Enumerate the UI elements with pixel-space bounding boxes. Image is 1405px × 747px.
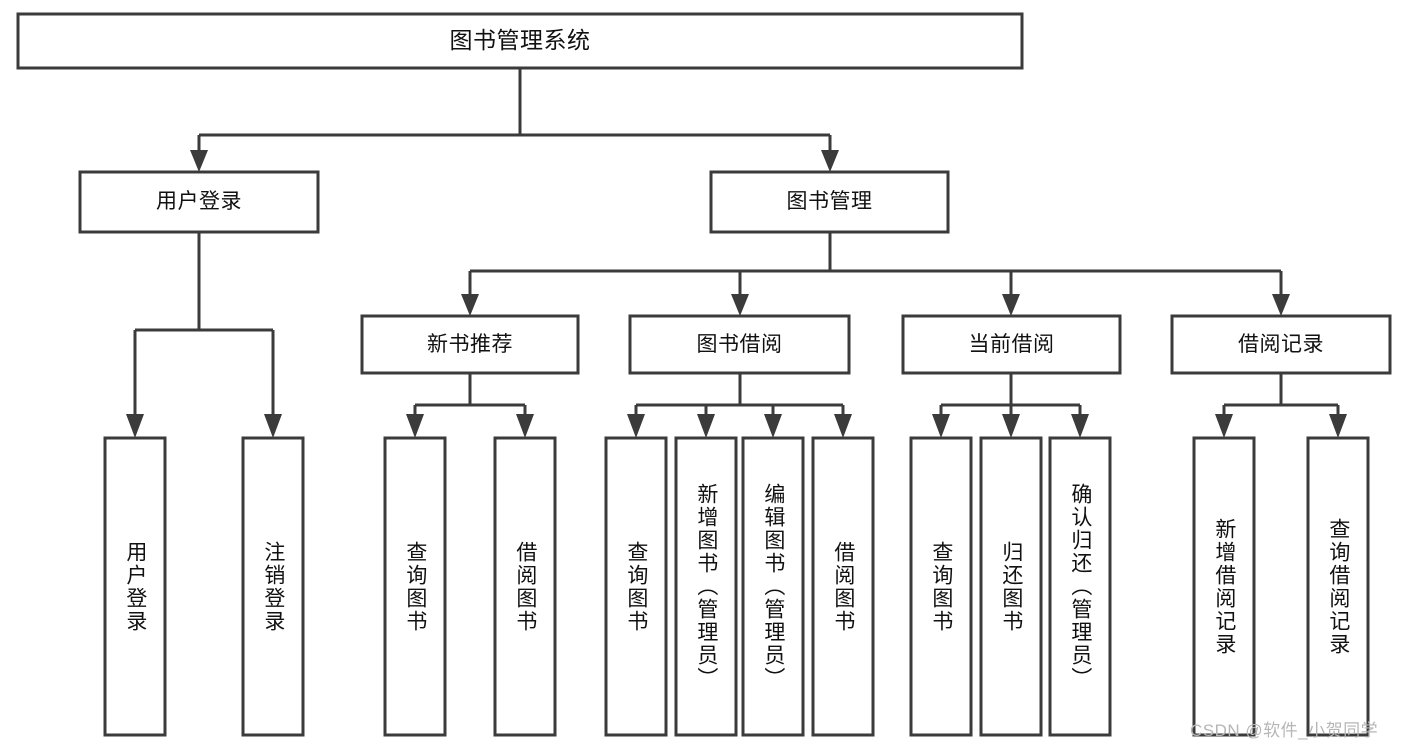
node-root[interactable]: [16, 12, 1024, 70]
node-current-borrow[interactable]: [901, 314, 1122, 375]
leaf-borrow-3[interactable]: [741, 436, 805, 737]
node-layer: [16, 12, 1392, 737]
leaf-user-login-2[interactable]: [241, 436, 305, 737]
leaf-current-1[interactable]: [909, 436, 973, 737]
arrow-head-borrow-leaf1: [627, 414, 645, 438]
leaf-borrow-1[interactable]: [604, 436, 668, 737]
arrow-head-to-book-mgmt: [821, 150, 839, 172]
arrow-head-newbook-leaf2: [516, 414, 534, 438]
connector-layer: [126, 68, 1347, 438]
node-new-book-recommend[interactable]: [360, 314, 580, 375]
arrow-head-to-user-login: [190, 150, 208, 172]
leaf-new-book-2[interactable]: [493, 436, 557, 737]
leaf-borrow-2[interactable]: [674, 436, 738, 737]
arrow-head-to-book-borrow: [731, 294, 749, 316]
arrow-head-user-leaf1: [126, 414, 144, 438]
leaf-current-3[interactable]: [1048, 436, 1112, 737]
arrow-head-current-leaf1: [932, 414, 950, 438]
arrow-head-borrow-leaf2: [697, 414, 715, 438]
node-book-management[interactable]: [709, 170, 950, 234]
arrow-head-to-new-book: [461, 294, 479, 316]
leaf-borrow-4[interactable]: [811, 436, 875, 737]
arrow-head-current-leaf3: [1071, 414, 1089, 438]
node-book-borrow[interactable]: [628, 314, 851, 375]
leaf-current-2[interactable]: [979, 436, 1043, 737]
arrow-head-record-leaf1: [1215, 414, 1233, 438]
leaf-record-2[interactable]: [1306, 436, 1370, 737]
arrow-head-current-leaf2: [1002, 414, 1020, 438]
arrow-head-newbook-leaf1: [406, 414, 424, 438]
node-borrow-record[interactable]: [1170, 314, 1392, 375]
leaf-record-1[interactable]: [1192, 436, 1256, 737]
arrow-head-user-leaf2: [264, 414, 282, 438]
arrow-head-record-leaf2: [1329, 414, 1347, 438]
arrow-head-to-current-borrow: [1002, 294, 1020, 316]
leaf-new-book-1[interactable]: [383, 436, 447, 737]
arrow-head-borrow-leaf4: [834, 414, 852, 438]
arrow-head-to-borrow-record: [1272, 294, 1290, 316]
arrow-head-borrow-leaf3: [764, 414, 782, 438]
node-user-login[interactable]: [78, 170, 320, 234]
leaf-user-login-1[interactable]: [103, 436, 167, 737]
